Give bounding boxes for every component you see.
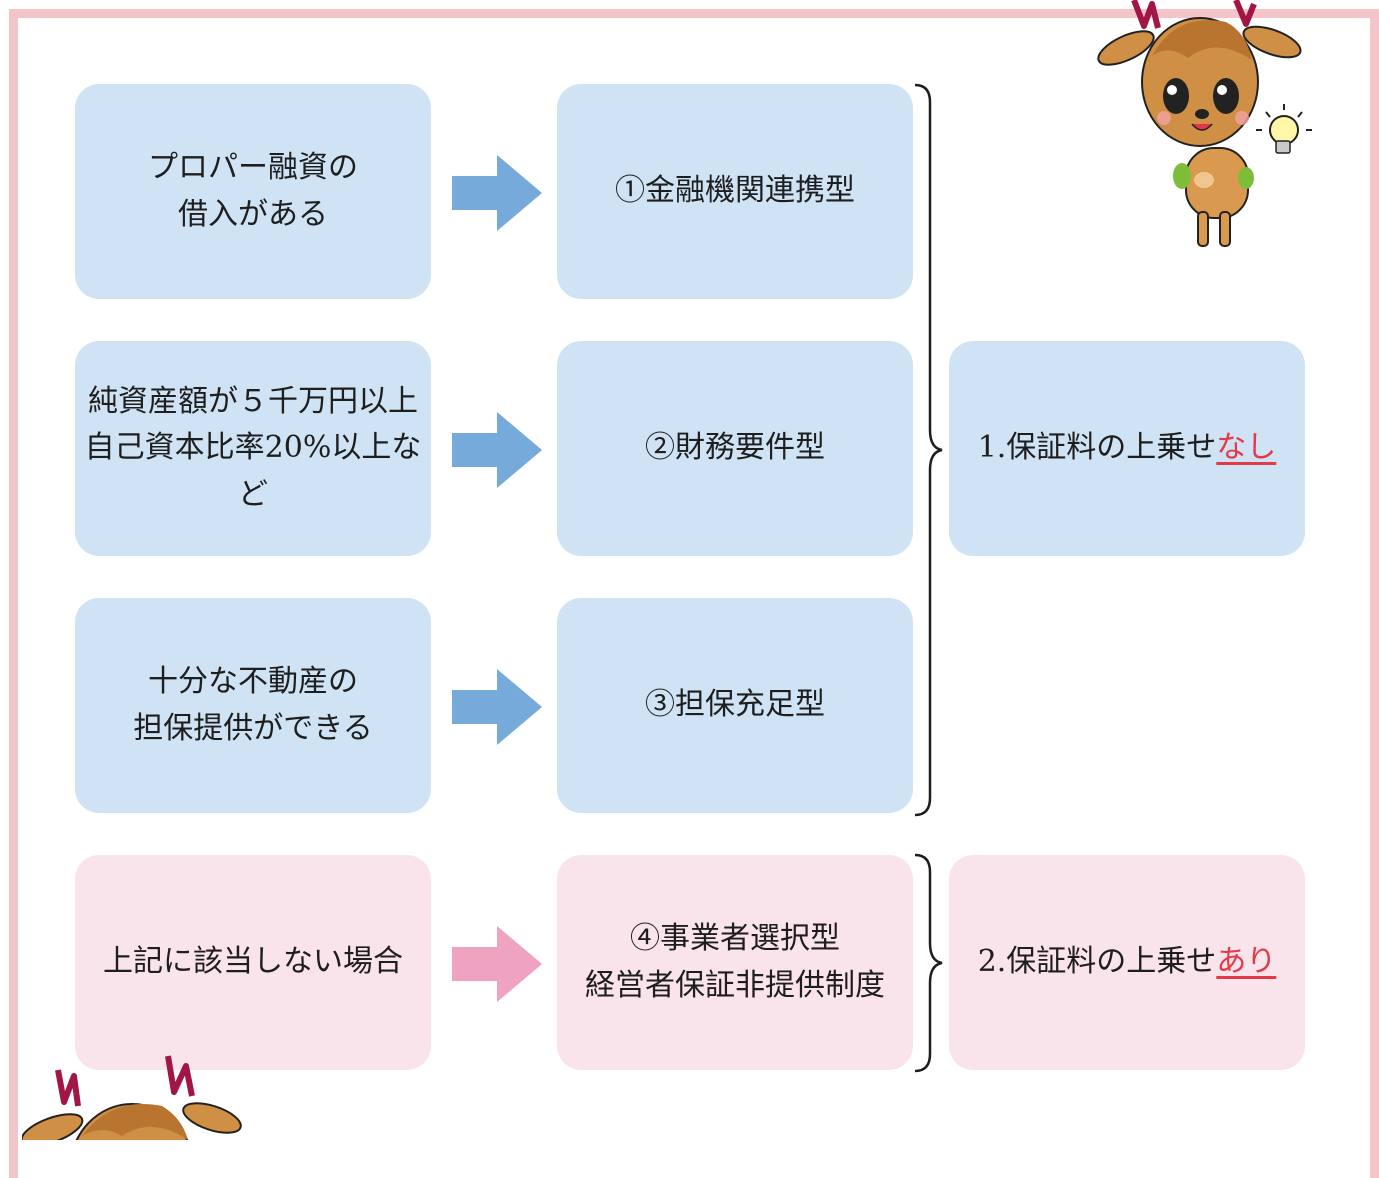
result-label: 2.保証料の上乗せ bbox=[977, 944, 1217, 980]
result-label: 1.保証料の上乗せ bbox=[977, 430, 1217, 466]
type-box-2: ②財務要件型 bbox=[557, 341, 913, 556]
condition-box-1: プロパー融資の 借入がある bbox=[75, 84, 431, 299]
arrow-right-icon bbox=[452, 926, 542, 1002]
type-box-4: ④事業者選択型 経営者保証非提供制度 bbox=[557, 855, 913, 1070]
arrow-right-icon bbox=[452, 669, 542, 745]
type-box-1: ①金融機関連携型 bbox=[557, 84, 913, 299]
result-highlight: あり bbox=[1216, 944, 1277, 980]
right-brace-icon bbox=[914, 853, 943, 1073]
right-brace-icon bbox=[914, 83, 943, 817]
arrow-right-icon bbox=[452, 155, 542, 231]
deer-mascot-icon bbox=[22, 1055, 242, 1140]
condition-box-3: 十分な不動産の 担保提供ができる bbox=[75, 598, 431, 813]
result-box-1: 1.保証料の上乗せなし bbox=[949, 341, 1305, 556]
type-box-3: ③担保充足型 bbox=[557, 598, 913, 813]
result-highlight: なし bbox=[1216, 430, 1277, 466]
condition-box-4: 上記に該当しない場合 bbox=[75, 855, 431, 1070]
condition-box-2: 純資産額が５千万円以上 自己資本比率20%以上など bbox=[75, 341, 431, 556]
arrow-right-icon bbox=[452, 412, 542, 488]
result-box-2: 2.保証料の上乗せあり bbox=[949, 855, 1305, 1070]
deer-mascot-icon bbox=[1097, 0, 1312, 247]
